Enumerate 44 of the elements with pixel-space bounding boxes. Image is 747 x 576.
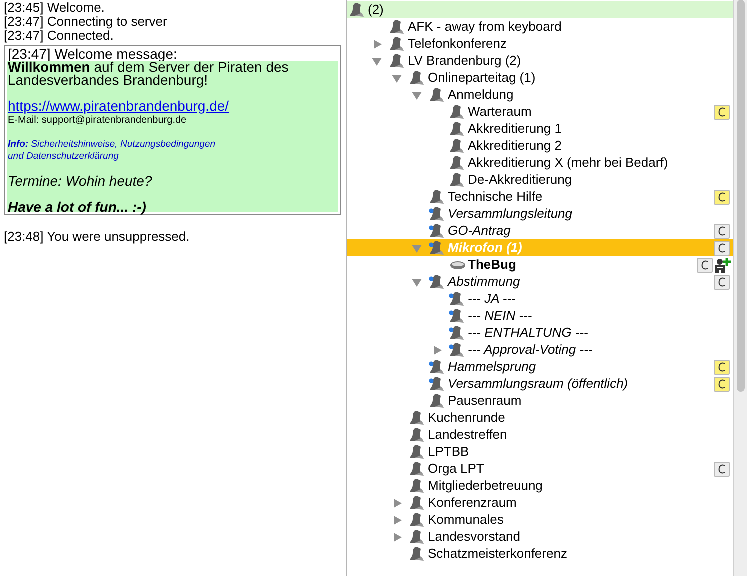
channel-name: (2) bbox=[368, 1, 384, 18]
channel-name: Akkreditierung X (mehr bei Bedarf) bbox=[468, 154, 668, 171]
channel-name: AFK - away from keyboard bbox=[408, 18, 562, 35]
schedule-text: Termine: Wohin heute? bbox=[8, 174, 152, 188]
link: https://www.piratenbrandenburg.de/ bbox=[8, 99, 230, 113]
channel-name: Landesvorstand bbox=[428, 528, 521, 545]
channel-name: Versammlungsraum (öffentlich) bbox=[448, 375, 628, 392]
channel-name: Onlineparteitag (1) bbox=[428, 69, 536, 86]
channel-name: Akkreditierung 2 bbox=[468, 137, 562, 154]
user-name: TheBug bbox=[468, 256, 516, 273]
closing-text: Have a lot of fun... :-) bbox=[8, 200, 146, 214]
log-message: [23:45] Welcome. bbox=[4, 1, 105, 15]
channel-name: Kuchenrunde bbox=[428, 409, 506, 426]
channel-name: Konferenzraum bbox=[428, 494, 517, 511]
channel-name: Anmeldung bbox=[448, 86, 514, 103]
channel-name: Kommunales bbox=[428, 511, 504, 528]
log-message: [23:47] Connected. bbox=[4, 29, 114, 43]
channel-name: Versammlungsleitung bbox=[448, 205, 573, 222]
channel-name: GO-Antrag bbox=[448, 222, 511, 239]
channel-name: Mikrofon (1) bbox=[448, 239, 522, 256]
channel-name: Technische Hilfe bbox=[448, 188, 543, 205]
welcome-text: Willkommen auf dem Server der Piraten des Landesverbandes Brandenburg! bbox=[8, 61, 290, 87]
channel-name: Pausenraum bbox=[448, 392, 522, 409]
channel-name: Warteraum bbox=[468, 103, 532, 120]
channel-name: De-Akkreditierung bbox=[468, 171, 572, 188]
channel-name: Telefonkonferenz bbox=[408, 35, 508, 52]
channel-name: --- ENTHALTUNG --- bbox=[468, 324, 588, 341]
log-message: [23:47] Connecting to server bbox=[4, 15, 168, 29]
channel-name: Orga LPT bbox=[428, 460, 484, 477]
channel-name: Hammelsprung bbox=[448, 358, 536, 375]
message-heading: [23:47] Welcome message: bbox=[8, 48, 178, 61]
log-message: [23:48] You were unsuppressed. bbox=[4, 230, 190, 244]
channel-name: Mitgliederbetreuung bbox=[428, 477, 543, 494]
channel-name: LV Brandenburg (2) bbox=[408, 52, 522, 69]
channel-name: LPTBB bbox=[428, 443, 470, 460]
channel-name: --- JA --- bbox=[468, 290, 516, 307]
channel-name: Abstimmung bbox=[448, 273, 520, 290]
channel-name: Landestreffen bbox=[428, 426, 508, 443]
info-text: Info: Sicherheitshinweise, Nutzungsbedingungen und Datenschutzerklärung bbox=[8, 139, 217, 163]
channel-name: Schatzmeisterkonferenz bbox=[428, 545, 568, 562]
channel-name: --- NEIN --- bbox=[468, 307, 532, 324]
channel-name: Akkreditierung 1 bbox=[468, 120, 562, 137]
email-text: E-Mail: support@piratenbrandenburg.de bbox=[8, 115, 187, 126]
channel-name: --- Approval-Voting --- bbox=[468, 341, 593, 358]
